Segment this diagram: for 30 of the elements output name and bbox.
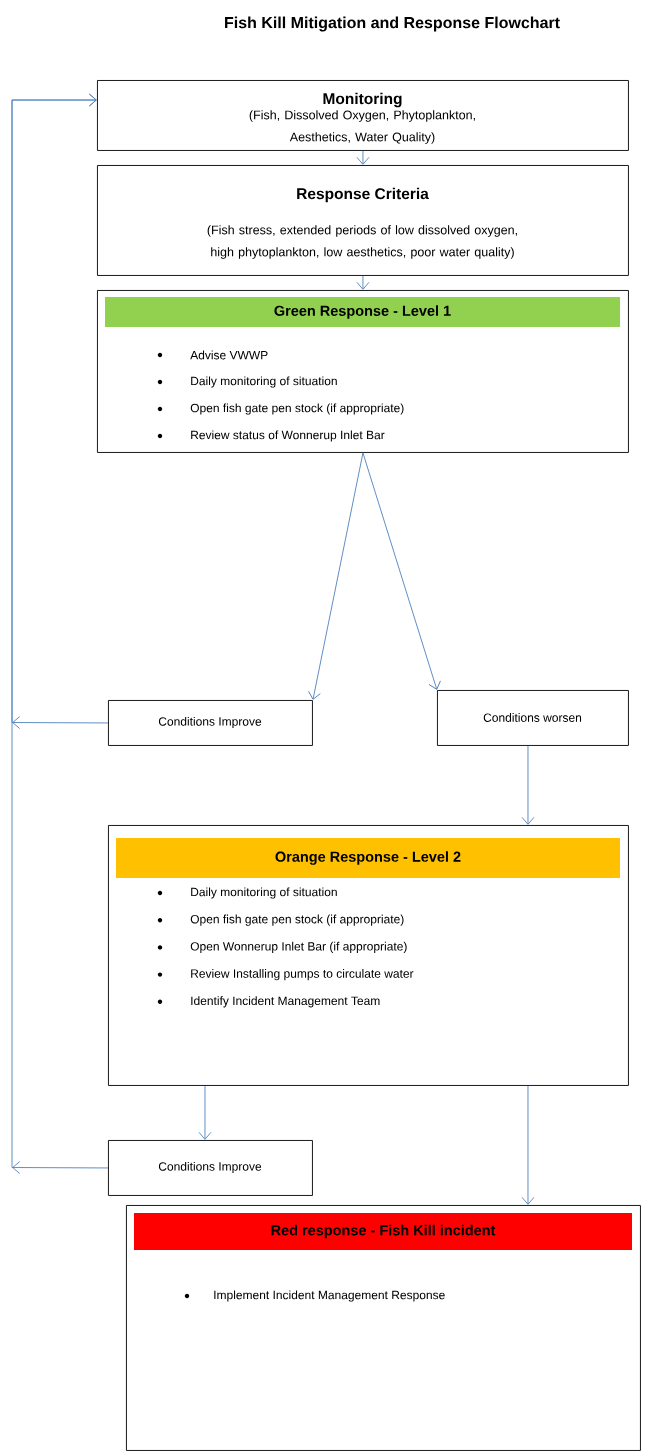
process-box: Response Criteria (Fish stress, extended periods of low dissolved oxygen, high phytoplankton, low aesthetics, poor water quality) [97,165,629,276]
title: Fish Kill Mitigation and Response Flowchart [225,16,560,32]
bullet-item: Daily monitoring of situation [157,376,337,388]
arrow [362,452,441,690]
response-box [126,1205,641,1451]
bullet-item: Review Installing pumps to circulate water [157,969,414,981]
arrow [11,93,109,1174]
heading-band: Green Response - Level 1 [105,297,620,327]
arrow [198,1085,212,1140]
condition-box: Conditions Improve [108,700,313,746]
heading-band: Orange Response - Level 2 [116,838,620,878]
response-box [108,825,629,1086]
arrow [521,1085,535,1205]
arrow [356,275,370,290]
bullet-item: Open fish gate pen stock (if appropriate) [157,403,404,415]
bullet-item: Identify Incident Management Team [157,996,380,1008]
heading-band: Red response - Fish Kill incident [134,1213,632,1250]
bullet-item: Implement Incident Management Response [184,1290,445,1302]
arrow [521,745,535,825]
process-box: Monitoring (Fish, Dissolved Oxygen, Phytoplankton, Aesthetics, Water Quality) [97,80,629,151]
bullet-item: Review status of Wonnerup Inlet Bar [157,430,385,442]
bullet-item: Daily monitoring of situation [157,887,337,899]
bullet-item: Advise VWWP [157,350,268,360]
bullet-item: Open fish gate pen stock (if appropriate) [157,914,404,926]
response-box [97,290,629,453]
arrow [308,452,364,700]
condition-box: Conditions worsen [437,690,629,746]
bullet-item: Open Wonnerup Inlet Bar (if appropriate) [157,941,407,953]
arrow [356,150,370,165]
condition-box: Conditions Improve [108,1140,313,1196]
